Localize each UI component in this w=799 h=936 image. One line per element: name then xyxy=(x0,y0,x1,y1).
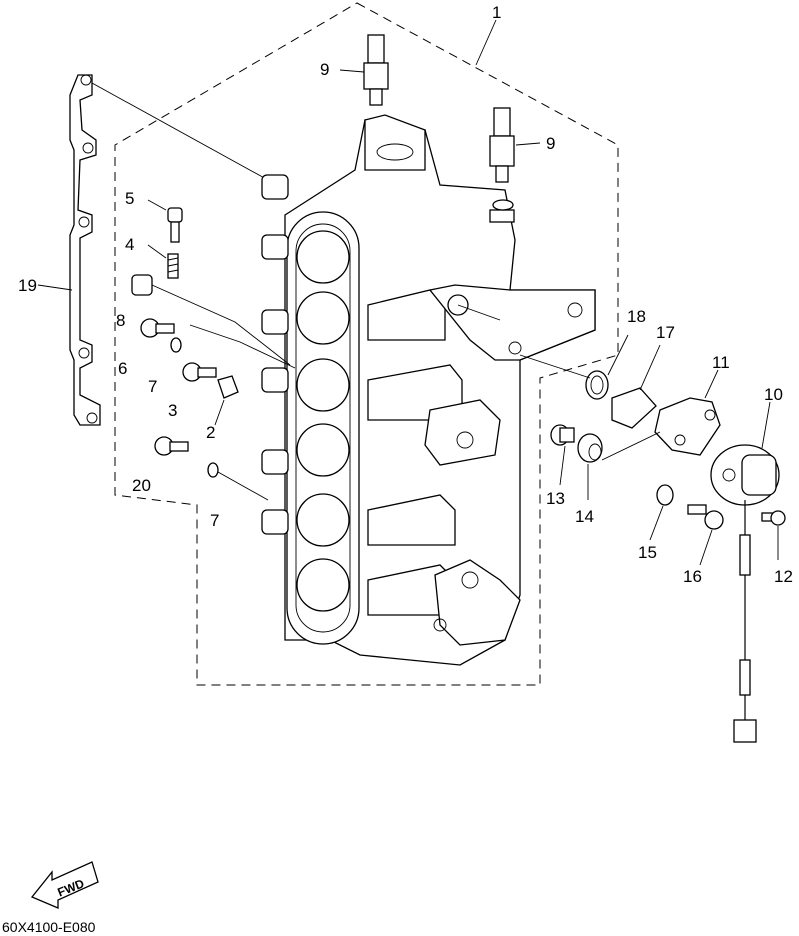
callout-11: 11 xyxy=(712,353,730,372)
washer-15 xyxy=(656,484,674,506)
fwd-arrow: FWD xyxy=(30,861,99,909)
callout-12: 12 xyxy=(774,567,793,586)
callout-10: 10 xyxy=(764,385,783,404)
spring-18 xyxy=(585,370,609,400)
joint-9-top xyxy=(363,34,389,106)
block-17 xyxy=(611,387,657,429)
callout-9-right: 9 xyxy=(546,134,555,153)
drawing-code: 60X4100-E080 xyxy=(2,919,96,935)
callout-20: 20 xyxy=(132,476,151,495)
link-rod xyxy=(69,74,101,426)
callout-5: 5 xyxy=(125,189,134,208)
spring-4 xyxy=(167,253,179,279)
washer-7-upper xyxy=(170,337,182,353)
callout-7-lower: 7 xyxy=(210,511,219,530)
screw-6 xyxy=(140,318,175,338)
screw-5 xyxy=(167,207,183,243)
bushing-14 xyxy=(577,433,603,463)
callout-8: 8 xyxy=(116,311,125,330)
callout-15: 15 xyxy=(638,543,657,562)
callout-3: 3 xyxy=(168,401,177,420)
sensor-10 xyxy=(710,444,780,506)
callout-19: 19 xyxy=(18,276,37,295)
joint-9-right xyxy=(489,107,515,183)
callout-14: 14 xyxy=(575,507,594,526)
sensor-holder-11 xyxy=(654,397,721,456)
callout-16: 16 xyxy=(683,567,702,586)
sensor-cable xyxy=(733,500,757,743)
callout-17: 17 xyxy=(656,323,675,342)
screw-16 xyxy=(687,504,724,530)
callout-13: 13 xyxy=(546,489,565,508)
assembly-outline xyxy=(114,2,619,686)
throttle-body xyxy=(261,114,596,666)
collar-8 xyxy=(131,274,153,296)
screw-12 xyxy=(761,510,786,526)
callout-6: 6 xyxy=(118,359,127,378)
callout-18: 18 xyxy=(627,307,646,326)
callout-9-top: 9 xyxy=(320,60,329,79)
collar-13 xyxy=(550,424,575,446)
callout-4: 4 xyxy=(125,235,134,254)
washer-7-lower xyxy=(207,462,219,478)
screw-3 xyxy=(182,362,217,382)
callout-7-upper: 7 xyxy=(148,377,157,396)
callout-1: 1 xyxy=(492,3,501,22)
callout-2: 2 xyxy=(206,423,215,442)
nut-2 xyxy=(217,375,239,399)
screw-20 xyxy=(154,436,189,456)
